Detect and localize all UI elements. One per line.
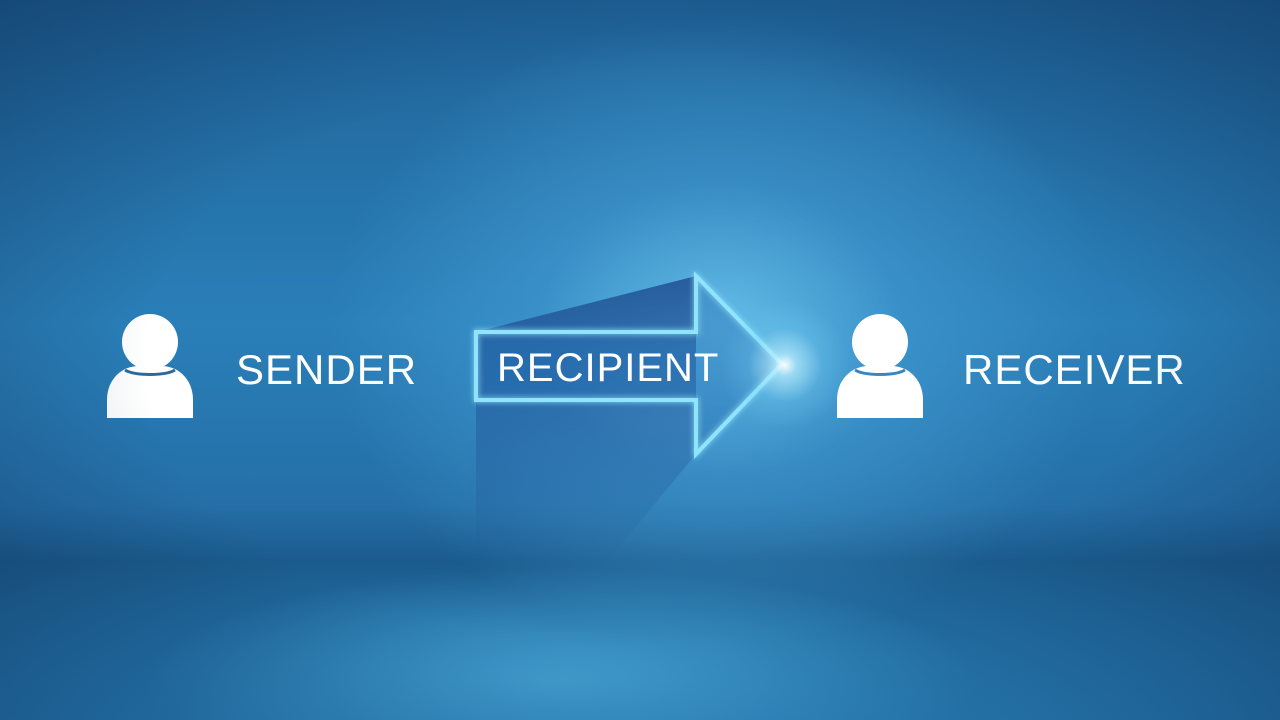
sender-person-icon (107, 312, 193, 418)
sender-label: SENDER (236, 346, 418, 393)
receiver-person-icon (837, 312, 923, 418)
arrow-label: RECIPIENT (497, 346, 720, 390)
arrow-right-icon (474, 271, 785, 570)
arrow-connector (400, 260, 820, 590)
receiver-label: RECEIVER (963, 346, 1186, 393)
person-icon (837, 314, 923, 418)
arrow-shadow (476, 276, 696, 570)
person-icon (107, 314, 193, 418)
